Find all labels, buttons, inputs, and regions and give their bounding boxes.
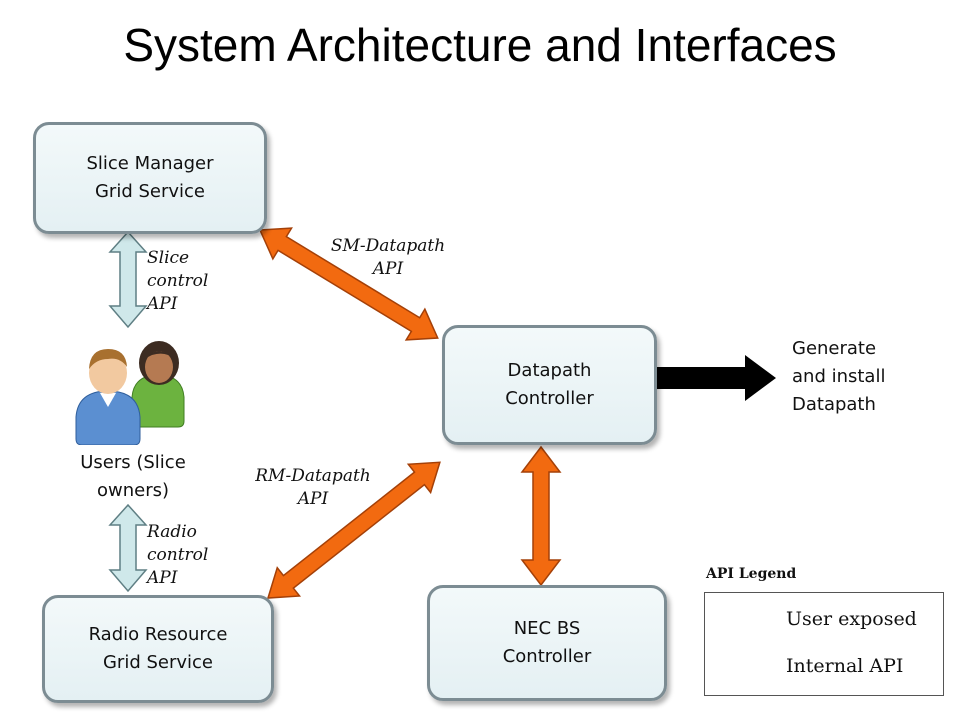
- nec-bs-line2: Controller: [502, 646, 592, 667]
- generate-output-arrow: [656, 355, 776, 401]
- page-title: System Architecture and Interfaces: [123, 19, 837, 71]
- legend-title: API Legend: [706, 566, 797, 582]
- generate-line1: Generate: [792, 338, 877, 359]
- rm-datapath-label: RM-Datapath API: [243, 465, 383, 511]
- radio-control-label: Radio control API: [147, 521, 208, 590]
- legend-box: [704, 592, 944, 696]
- radio-resource-box: Radio Resource Grid Service: [42, 595, 274, 703]
- slice-manager-line1: Slice Manager: [86, 153, 214, 174]
- sm-datapath-line2: API: [372, 259, 404, 279]
- rm-datapath-line1: RM-Datapath: [255, 466, 371, 486]
- radio-resource-line2: Grid Service: [102, 652, 214, 673]
- radio-control-line3: API: [147, 568, 178, 588]
- users-label-line1: Users (Slice: [80, 452, 186, 473]
- radio-control-line1: Radio: [147, 522, 197, 542]
- rm-datapath-line2: API: [297, 489, 329, 509]
- radio-control-line2: control: [147, 545, 209, 565]
- slice-control-line2: control: [147, 271, 209, 291]
- slice-manager-box: Slice Manager Grid Service: [33, 122, 267, 234]
- nec-bs-line1: NEC BS: [513, 618, 581, 639]
- datapath-controller-box: Datapath Controller: [442, 325, 657, 445]
- sm-datapath-line1: SM-Datapath: [330, 236, 446, 256]
- generate-label: Generate and install Datapath: [792, 335, 885, 419]
- users-label-line2: owners): [96, 480, 170, 501]
- slice-control-arrow: [108, 230, 148, 329]
- sm-datapath-arrow: [258, 227, 439, 341]
- nec-bs-arrow: [520, 445, 562, 587]
- slice-manager-line2: Grid Service: [94, 181, 206, 202]
- users-label: Users (Slice owners): [70, 449, 196, 505]
- slice-control-line3: API: [147, 294, 178, 314]
- legend-internal-api: Internal API: [786, 655, 904, 677]
- generate-line2: and install: [792, 366, 886, 387]
- rm-datapath-arrow: [266, 461, 441, 599]
- slice-control-line1: Slice: [147, 248, 190, 268]
- nec-bs-controller-box: NEC BS Controller: [427, 585, 667, 701]
- users-icon: [75, 341, 185, 445]
- datapath-controller-line1: Datapath: [507, 360, 592, 381]
- generate-line3: Datapath: [792, 394, 876, 415]
- datapath-controller-line2: Controller: [505, 388, 594, 409]
- radio-resource-line1: Radio Resource: [88, 624, 228, 645]
- slice-control-label: Slice control API: [147, 247, 208, 316]
- legend-user-exposed: User exposed: [786, 608, 917, 630]
- sm-datapath-label: SM-Datapath API: [318, 235, 458, 281]
- radio-control-arrow: [108, 503, 148, 593]
